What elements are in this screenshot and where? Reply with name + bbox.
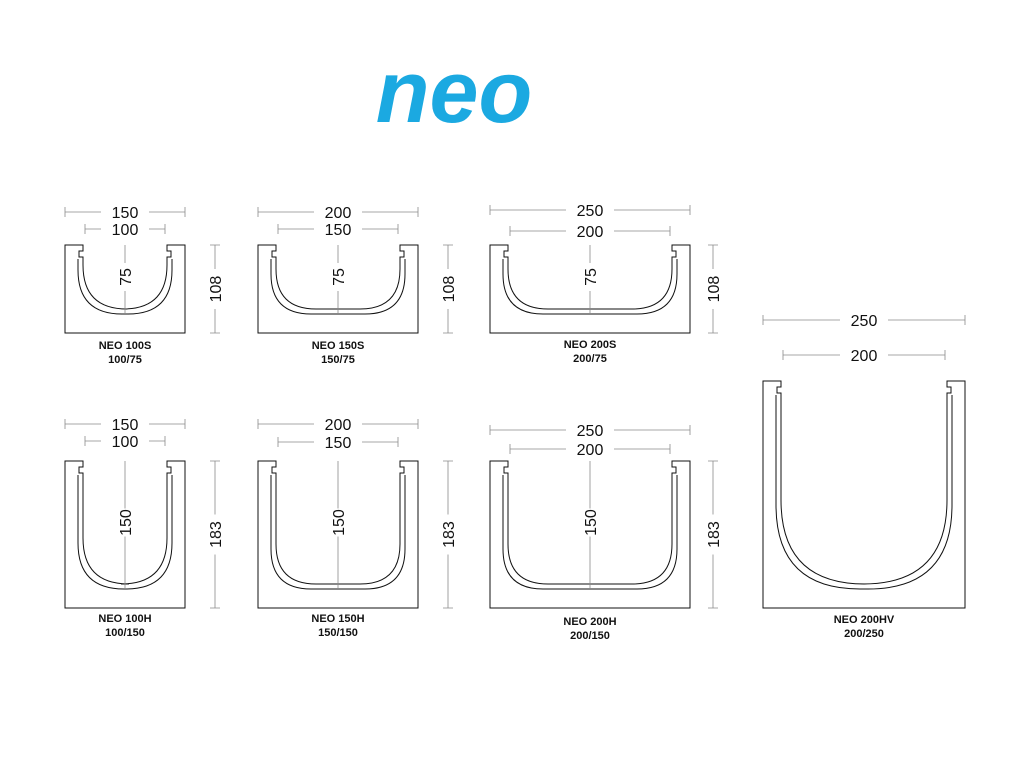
profile-name: NEO 150H bbox=[311, 613, 364, 625]
inner-depth-label: 150 bbox=[331, 509, 348, 536]
outer-width-label: 250 bbox=[851, 313, 878, 330]
profile-name: NEO 200HV bbox=[834, 614, 895, 626]
inner-width-dimension-line bbox=[277, 224, 399, 234]
inner-width-label: 200 bbox=[577, 442, 604, 459]
profile-name: NEO 100H bbox=[98, 613, 151, 625]
outer-width-dimension-line bbox=[64, 419, 186, 429]
outer-width-dimension-line bbox=[489, 205, 691, 215]
channel-body bbox=[489, 460, 691, 609]
total-height-label: 108 bbox=[706, 276, 723, 303]
channel-body bbox=[489, 244, 691, 334]
channel-liner bbox=[775, 395, 953, 590]
total-height-dimension-line bbox=[443, 460, 453, 609]
inner-depth-label: 150 bbox=[583, 509, 600, 536]
depth-label-background bbox=[116, 263, 134, 291]
channel-body bbox=[257, 244, 419, 334]
outer-width-dimension-line bbox=[64, 207, 186, 217]
profile-spec: 200/75 bbox=[573, 353, 607, 365]
total-height-label: 183 bbox=[706, 521, 723, 548]
inner-width-dimension-line bbox=[509, 226, 671, 236]
outer-width-label: 200 bbox=[325, 417, 352, 434]
channel-body bbox=[64, 244, 186, 334]
channel-body bbox=[64, 460, 186, 609]
depth-label-background bbox=[581, 263, 599, 291]
outer-width-dimension-line bbox=[257, 207, 419, 217]
channel-body bbox=[257, 460, 419, 609]
inner-width-dimension-line bbox=[509, 444, 671, 454]
depth-label-background bbox=[329, 263, 347, 291]
profile-spec: 100/75 bbox=[108, 354, 142, 366]
total-height-dimension-line bbox=[708, 460, 718, 609]
inner-width-label: 100 bbox=[112, 222, 139, 239]
inner-width-dimension-line bbox=[277, 437, 399, 447]
total-height-dimension-line bbox=[443, 244, 453, 334]
brand-logo: neo bbox=[376, 42, 532, 141]
profile-name: NEO 200S bbox=[564, 339, 617, 351]
outer-width-label: 200 bbox=[325, 205, 352, 222]
profile-spec: 100/150 bbox=[105, 627, 145, 639]
profile-name: NEO 200H bbox=[563, 616, 616, 628]
inner-depth-label: 75 bbox=[583, 268, 600, 286]
profile-spec: 150/150 bbox=[318, 627, 358, 639]
outer-width-dimension-line bbox=[762, 315, 966, 325]
inner-width-label: 200 bbox=[851, 348, 878, 365]
inner-depth-label: 75 bbox=[331, 268, 348, 286]
inner-depth-label: 75 bbox=[118, 268, 135, 286]
outer-width-label: 150 bbox=[112, 205, 139, 222]
profile-name: NEO 100S bbox=[99, 340, 152, 352]
outer-width-dimension-line bbox=[489, 425, 691, 435]
inner-width-dimension-line bbox=[782, 350, 946, 360]
inner-width-dimension-line bbox=[84, 436, 166, 446]
profile-spec: 200/150 bbox=[570, 630, 610, 642]
outer-width-dimension-line bbox=[257, 419, 419, 429]
inner-width-label: 150 bbox=[325, 435, 352, 452]
total-height-label: 183 bbox=[441, 521, 458, 548]
inner-depth-label: 150 bbox=[118, 509, 135, 536]
total-height-label: 108 bbox=[441, 276, 458, 303]
total-height-label: 183 bbox=[208, 521, 225, 548]
depth-label-background bbox=[116, 508, 134, 537]
outer-width-label: 250 bbox=[577, 423, 604, 440]
channel-body bbox=[762, 380, 966, 609]
profile-spec: 200/250 bbox=[844, 628, 884, 640]
depth-label-background bbox=[329, 508, 347, 537]
total-height-dimension-line bbox=[210, 244, 220, 334]
inner-width-label: 200 bbox=[577, 224, 604, 241]
outer-width-label: 250 bbox=[577, 203, 604, 220]
depth-label-background bbox=[581, 508, 599, 537]
total-height-dimension-line bbox=[210, 460, 220, 609]
profile-name: NEO 150S bbox=[312, 340, 365, 352]
outer-width-label: 150 bbox=[112, 417, 139, 434]
inner-width-label: 150 bbox=[325, 222, 352, 239]
total-height-label: 108 bbox=[208, 276, 225, 303]
profile-spec: 150/75 bbox=[321, 354, 355, 366]
inner-width-label: 100 bbox=[112, 434, 139, 451]
total-height-dimension-line bbox=[708, 244, 718, 334]
inner-width-dimension-line bbox=[84, 224, 166, 234]
